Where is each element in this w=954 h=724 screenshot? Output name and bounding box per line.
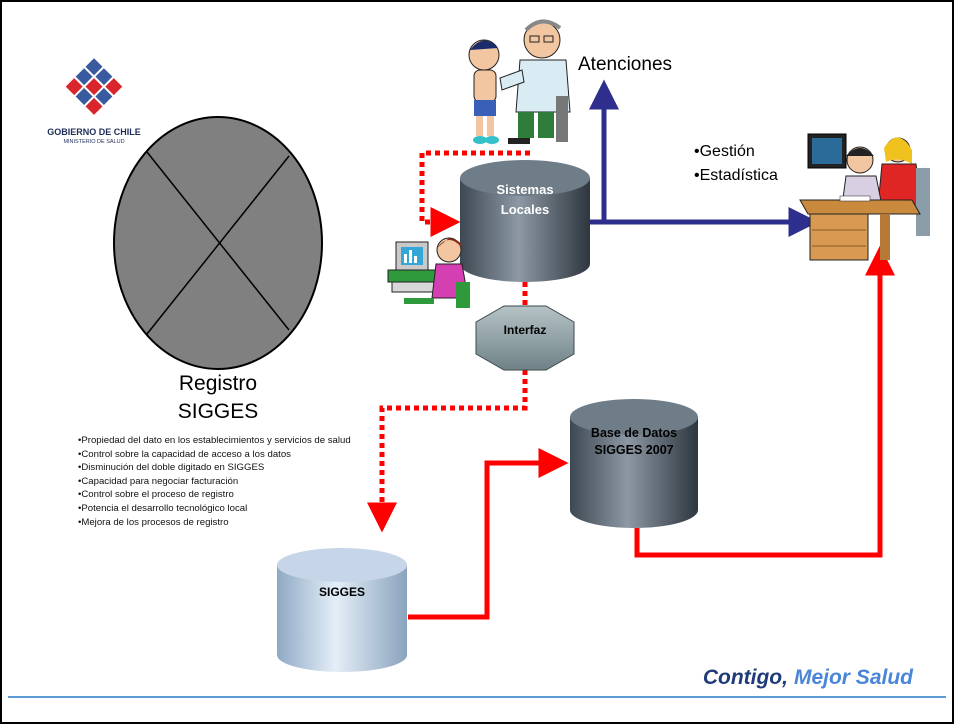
interfaz-label: Interfaz	[504, 323, 547, 337]
red-arrow-base-to-gestion	[634, 245, 895, 558]
sistemas-label: Sistemas	[496, 182, 553, 197]
sigges-2007-label: SIGGES 2007	[594, 443, 673, 457]
dotted-arrow-attention-to-entry	[419, 150, 530, 237]
logo-line2: MINISTERIO DE SALUD	[63, 139, 124, 145]
estadistica-label: •Estadística	[694, 167, 778, 184]
registro-sigges-circle	[113, 116, 323, 370]
sistemas-locales-cylinder: Sistemas Locales	[460, 160, 590, 282]
benefit-item: Potencia el desarrollo tecnológico local	[78, 502, 351, 516]
red-arrow-sigges-to-base	[408, 448, 569, 620]
sigges-cylinder: SIGGES	[277, 548, 407, 672]
cross-line-2	[146, 155, 290, 335]
benefit-item: Propiedad del dato en los establecimient…	[78, 434, 350, 448]
interfaz-node: Interfaz	[475, 305, 575, 371]
benefit-item: Disminución del doble digitado en SIGGES	[78, 461, 351, 475]
base-datos-cylinder: Base de Datos SIGGES 2007	[570, 399, 698, 528]
cross-line-1	[146, 151, 290, 331]
data-entry-illustration	[387, 237, 470, 308]
benefit-item: Control sobre la capacidad de acceso a l…	[78, 448, 351, 462]
registro-label: Registro	[179, 372, 257, 395]
logo-line1: GOBIERNO DE CHILE	[47, 127, 141, 137]
footer-slogan: Contigo, Mejor Salud	[703, 666, 914, 689]
sigges-label: SIGGES	[178, 400, 259, 423]
benefit-item: Mejora de los procesos de registro	[78, 516, 351, 530]
doctor-patient-illustration	[468, 19, 571, 144]
slogan-part1: Contigo,	[703, 666, 788, 689]
slogan-part2: Mejor Salud	[794, 666, 914, 689]
dotted-arrow-interfaz-to-sigges	[367, 370, 528, 533]
benefits-list: Propiedad del dato en los establecimient…	[78, 434, 351, 530]
locales-label: Locales	[501, 202, 549, 217]
benefit-item: Control sobre el proceso de registro	[78, 488, 351, 502]
base-datos-label: Base de Datos	[591, 426, 677, 440]
atenciones-label: Atenciones	[578, 54, 672, 75]
gestion-office-illustration	[799, 133, 930, 261]
sigges-node-label: SIGGES	[319, 585, 365, 599]
gestion-label: •Gestión	[694, 143, 755, 160]
benefit-item: Capacidad para negociar facturación	[78, 475, 351, 489]
